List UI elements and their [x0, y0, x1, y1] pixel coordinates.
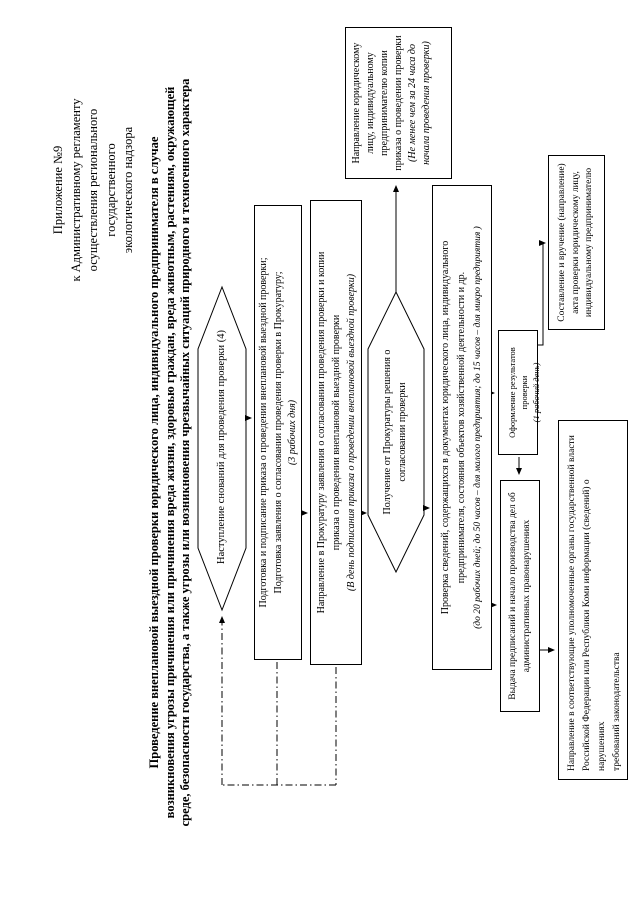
header-line: государственного — [103, 143, 118, 237]
node-receive-decision: Получение от Прокуратуры решения о согла… — [381, 347, 413, 517]
start-shape — [197, 285, 247, 612]
node-results-note: (1 рабочий день) — [531, 362, 541, 423]
node-prepare-order-line1: Подготовка и подписание приказа о провед… — [258, 257, 269, 608]
node-send-prosecutor-note: (В день подписания приказа о проведении … — [346, 273, 357, 592]
node-prescriptions: Выдача предписаний и начало производства… — [500, 480, 540, 712]
arrow-results-to-act — [538, 240, 546, 346]
node-prepare-order-line2: Подготовка заявления о согласовании пров… — [272, 271, 284, 594]
node-start: Наступление снований для проведения пров… — [214, 307, 232, 587]
node-notify-entity-text: Направление юридическому лицу, индивидуа… — [351, 35, 404, 171]
node-receive-decision-line1: Получение от Прокуратуры решения о — [382, 349, 393, 515]
node-inform-authorities-line3: требований законодательства — [612, 652, 622, 771]
node-prepare-order: Подготовка и подписание приказа о провед… — [254, 205, 302, 660]
node-send-prosecutor-line2: приказа о проведении внеплановой выездно… — [331, 314, 342, 551]
header-line: Приложение №9 — [51, 145, 65, 235]
node-act-text: Составление и вручение (направление) акт… — [557, 163, 594, 322]
node-inspection-line1: Проверка сведений, содержащихся в докуме… — [440, 240, 451, 615]
title-line: среде, безопасности государства, а также… — [178, 78, 192, 827]
node-send-prosecutor-line1: Направление в Прокуратуру заявления о со… — [316, 251, 327, 614]
node-inspection-note: (до 20 рабочих дней; до 50 часов – для м… — [473, 226, 483, 629]
node-notify-entity-note: (Не менее чем за 24 часа до начала прове… — [407, 41, 432, 165]
appendix-header: Приложение №9 к Административному реглам… — [50, 10, 138, 370]
header-line: осуществления регионального — [86, 108, 100, 272]
page-title: Проведение внеплановой выездной проверки… — [147, 15, 194, 890]
title-line: Проведение внеплановой выездной проверки… — [147, 136, 161, 769]
node-inform-authorities: Направление в соответствующие уполномоче… — [558, 420, 628, 780]
node-inspection: Проверка сведений, содержащихся в докуме… — [432, 185, 492, 670]
node-act: Составление и вручение (направление) акт… — [548, 155, 605, 330]
node-prepare-order-note: (3 рабочих дня) — [287, 399, 298, 466]
node-results: Оформление результатов проверки (1 рабоч… — [498, 330, 541, 455]
node-prescriptions-text: Выдача предписаний и начало производства… — [508, 492, 532, 700]
node-receive-decision-line2: согласовании проверки — [396, 382, 408, 482]
node-inspection-line2: предпринимателя, состояния объектов хозя… — [456, 271, 467, 584]
node-notify-entity: Направление юридическому лицу, индивидуа… — [345, 27, 452, 179]
header-line: экологического надзора — [121, 126, 135, 254]
title-line: возникновения угрозы причинения или прич… — [162, 86, 177, 819]
node-inform-authorities-line2: Российской Федерации или Республики Коми… — [582, 479, 607, 771]
node-results-text: Оформление результатов проверки — [507, 347, 529, 438]
node-start-text: Наступление снований для проведения пров… — [216, 330, 227, 564]
node-send-prosecutor: Направление в Прокуратуру заявления о со… — [310, 200, 362, 665]
node-inform-authorities-line1: Направление в соответствующие уполномоче… — [567, 435, 577, 771]
header-line: к Административному регламенту — [68, 98, 83, 282]
